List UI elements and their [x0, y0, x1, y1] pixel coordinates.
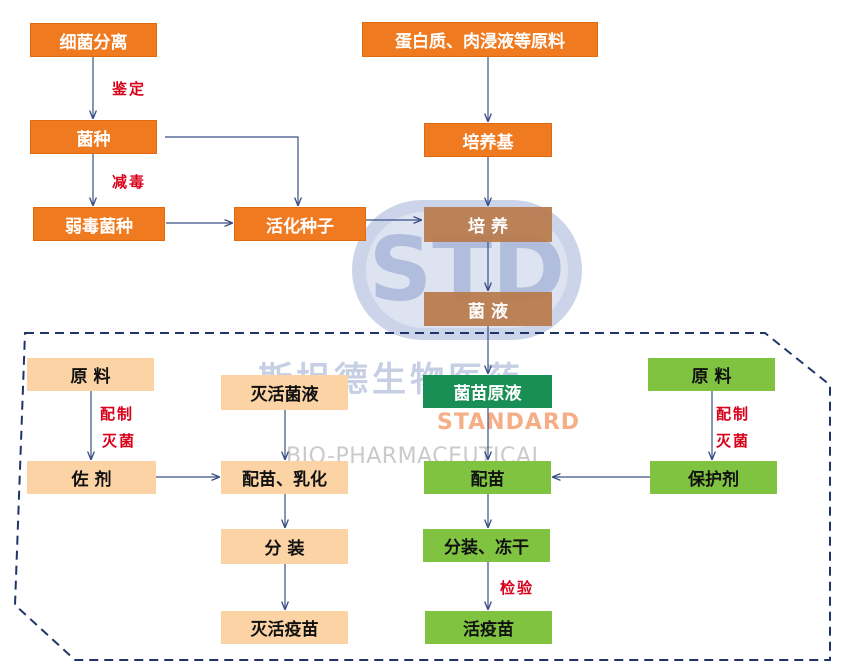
node-live-vaccine: 活疫苗	[425, 611, 552, 644]
node-raw-materials-right: 原 料	[648, 358, 775, 391]
node-raw-materials-left: 原 料	[27, 358, 154, 391]
node-inactivated-liquid: 灭活菌液	[221, 375, 348, 410]
node-attenuated-strain: 弱毒菌种	[33, 207, 165, 241]
node-bacteria-isolation: 细菌分离	[30, 23, 157, 57]
node-dispense-freeze-dry: 分装、冻干	[423, 529, 550, 562]
node-activated-seed: 活化种子	[234, 207, 366, 241]
node-inactivated-vaccine: 灭活疫苗	[221, 611, 348, 644]
note-prepare-left-2: 灭菌	[102, 432, 137, 450]
node-culture-medium: 培养基	[424, 123, 552, 157]
node-raw-materials-top: 蛋白质、肉浸液等原料	[362, 22, 598, 57]
note-attenuate: 减毒	[112, 173, 147, 191]
node-protectant: 保护剂	[650, 461, 777, 494]
watermark-en-line1: STANDARD	[437, 410, 581, 435]
node-formulate: 配苗	[424, 461, 551, 494]
node-strain: 菌种	[30, 120, 157, 154]
note-inspect: 检验	[500, 579, 535, 597]
note-prepare-right-1: 配制	[716, 405, 751, 423]
node-culture: 培 养	[424, 207, 552, 242]
node-adjuvant: 佐 剂	[27, 461, 156, 494]
note-identify: 鉴定	[112, 80, 147, 98]
node-dispense: 分 装	[221, 529, 348, 564]
note-prepare-left-1: 配制	[100, 405, 135, 423]
node-mix-emulsify: 配苗、乳化	[221, 461, 348, 494]
node-bacterial-liquid: 菌 液	[424, 292, 552, 326]
note-prepare-right-2: 灭菌	[716, 432, 751, 450]
node-stock-solution: 菌苗原液	[423, 375, 552, 408]
